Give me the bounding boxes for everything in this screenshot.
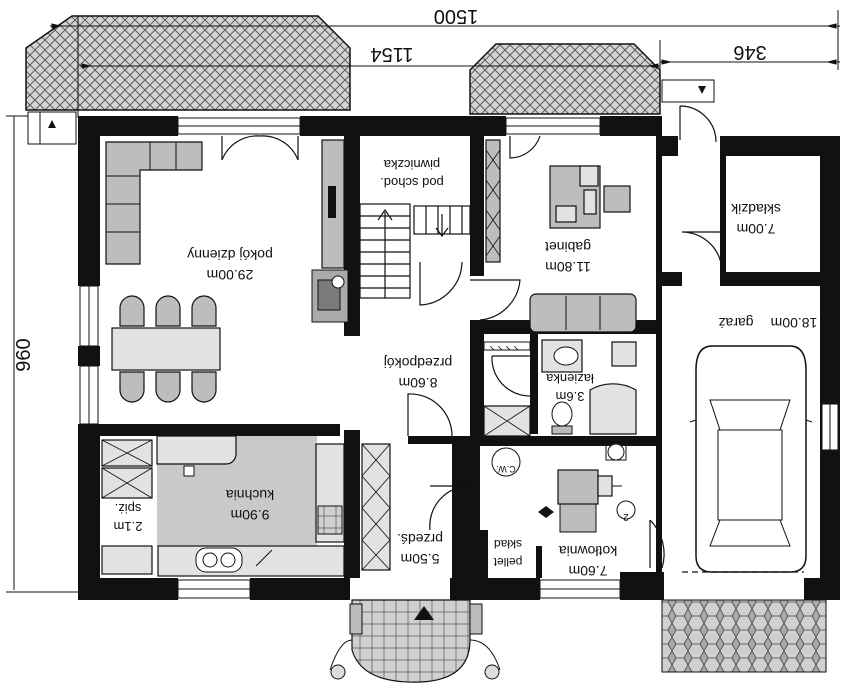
boiler-equipment: [491, 443, 636, 520]
svg-text:pokój dzienny: pokój dzienny: [187, 247, 273, 263]
label-office: gabinet 11.80m: [545, 239, 591, 275]
svg-text:1500: 1500: [434, 5, 479, 27]
svg-text:kotłownia: kotłownia: [559, 543, 618, 559]
dimension-lines: [6, 10, 840, 593]
windows: [79, 117, 839, 599]
entrance-steps: [329, 599, 501, 683]
label-boiler-room: kotłownia 7.60m: [559, 543, 618, 579]
svg-text:łazienka: łazienka: [545, 371, 593, 386]
dimension-total-depth: 960: [13, 338, 35, 371]
svg-text:3.6m: 3.6m: [556, 389, 585, 404]
svg-text:skład: skład: [494, 537, 522, 551]
roof-canopy-middle: [469, 43, 661, 115]
svg-text:29.00m: 29.00m: [207, 267, 254, 283]
svg-text:pod schod.: pod schod.: [380, 175, 444, 190]
side-steps: [27, 79, 715, 145]
garage-walls: [662, 136, 840, 600]
roof-canopy-left: [25, 15, 351, 111]
svg-text:18.00m: 18.00m: [771, 315, 818, 331]
label-pantry: spiż. 2.1m: [114, 501, 143, 534]
svg-text:7.00m: 7.00m: [737, 221, 776, 237]
tv-cabinet: [311, 139, 349, 323]
garage-paving: [661, 599, 827, 673]
label-hall: przedpokój 8.60m: [384, 355, 453, 391]
office-desk: [485, 139, 631, 263]
svg-text:8.60m: 8.60m: [399, 375, 438, 391]
label-storage: składzik 7.00m: [730, 201, 781, 237]
dimension-right-width: 346: [733, 41, 766, 63]
label-bathroom: łazienka 3.6m: [545, 371, 593, 404]
label-garage: garaż 18.00m: [718, 315, 817, 331]
svg-text:przedś.: przedś.: [397, 531, 443, 547]
svg-text:przedpokój: przedpokój: [384, 355, 453, 371]
walls: [78, 116, 664, 600]
corner-sofa: [105, 141, 203, 265]
svg-text:9.90m: 9.90m: [231, 507, 270, 523]
svg-text:pellet: pellet: [493, 555, 522, 569]
office-sofa: [529, 293, 637, 333]
svg-text:piwniczka: piwniczka: [383, 157, 440, 172]
dimension-total-width: 1500: [434, 5, 479, 27]
wardrobes: [361, 405, 531, 571]
label-pellet: skład pellet: [493, 537, 522, 569]
svg-text:1154: 1154: [370, 43, 413, 65]
svg-text:346: 346: [733, 41, 766, 63]
svg-text:5.50m: 5.50m: [401, 551, 440, 567]
svg-text:garaż: garaż: [718, 315, 753, 331]
svg-text:11.80m: 11.80m: [545, 259, 591, 275]
dimension-left-width: 1154: [370, 43, 413, 65]
svg-text:składzik: składzik: [730, 201, 781, 217]
door-swings: [221, 105, 723, 569]
bathroom-fixtures: [483, 339, 637, 435]
label-vestibule: przedś. 5.50m: [397, 531, 443, 567]
svg-text:kuchnia: kuchnia: [226, 487, 274, 503]
staircase: [359, 203, 471, 299]
dining-table: [111, 295, 221, 403]
car: [689, 345, 813, 573]
label-kitchen: kuchnia 9.90m: [226, 487, 274, 523]
label-living-room: pokój dzienny 29.00m: [187, 247, 273, 283]
svg-text:7.60m: 7.60m: [569, 563, 608, 579]
svg-text:2: 2: [623, 511, 629, 522]
label-cellar: piwniczka pod schod.: [380, 157, 444, 190]
kitchen-fixtures: [101, 435, 345, 577]
svg-text:960: 960: [13, 338, 35, 371]
svg-text:spiż.: spiż.: [115, 501, 142, 516]
label-boiler-number: 2: [623, 511, 629, 522]
svg-text:2.1m: 2.1m: [114, 519, 143, 534]
label-cw: C.W.: [496, 464, 516, 474]
svg-text:gabinet: gabinet: [545, 239, 591, 255]
svg-text:C.W.: C.W.: [496, 464, 516, 474]
